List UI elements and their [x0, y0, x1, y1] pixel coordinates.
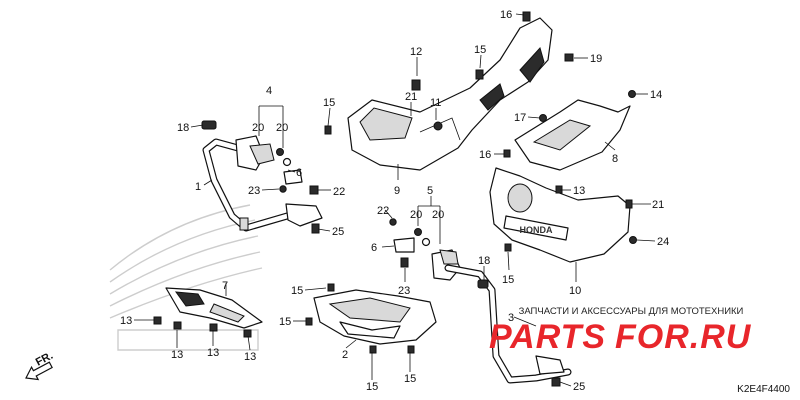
callout-9: 9 [394, 185, 400, 197]
callout-13: 13 [244, 351, 256, 363]
callout-15: 15 [474, 44, 486, 56]
diagram-code: K2E4F4400 [737, 384, 790, 395]
callout-16: 16 [479, 149, 491, 161]
callout-17: 17 [514, 112, 526, 124]
callout-6: 6 [371, 242, 377, 254]
front-direction-indicator: FR. [25, 350, 55, 381]
callout-1: 1 [195, 181, 201, 193]
watermark-brand-left: PARTS [489, 318, 606, 356]
callout-13: 13 [171, 349, 183, 361]
callout-15: 15 [323, 97, 335, 109]
front-inner-cover: HONDA [489, 167, 637, 263]
callout-13: 13 [120, 315, 132, 327]
lower-left-bracket [153, 287, 263, 338]
callout-15: 15 [404, 373, 416, 385]
callout-22: 22 [333, 186, 345, 198]
callout-20: 20 [432, 209, 444, 221]
callout-16: 16 [500, 9, 512, 21]
callout-15: 15 [279, 316, 291, 328]
callout-20: 20 [252, 122, 264, 134]
callout-19: 19 [590, 53, 602, 65]
callout-6: 6 [296, 167, 302, 179]
callout-2: 2 [342, 349, 348, 361]
callout-12: 12 [410, 46, 422, 58]
watermark-brand-right: FOR.RU [615, 318, 752, 356]
watermark-tagline: ЗАПЧАСТИ И АКСЕССУАРЫ ДЛЯ МОТОТЕХНИКИ [519, 306, 744, 317]
callout-18: 18 [478, 255, 490, 267]
callout-25: 25 [573, 381, 585, 393]
callout-4: 4 [266, 85, 272, 97]
callout-13: 13 [573, 185, 585, 197]
front-cover-emblem: HONDA [520, 225, 553, 235]
callout-5: 5 [427, 185, 433, 197]
callout-22: 22 [377, 205, 389, 217]
callout-14: 14 [650, 89, 662, 101]
callout-8: 8 [612, 153, 618, 165]
left-grab-rail [202, 138, 323, 232]
callout-labels: 16 12 15 19 14 4 15 21 11 17 18 20 20 16… [120, 9, 669, 393]
lid-cover [503, 90, 636, 171]
callout-21: 21 [405, 91, 417, 103]
callout-15: 15 [291, 285, 303, 297]
callout-20: 20 [276, 122, 288, 134]
center-under-cover [305, 283, 437, 354]
right-mount-bracket [389, 218, 461, 281]
callout-15: 15 [366, 381, 378, 393]
callout-25: 25 [332, 226, 344, 238]
callout-10: 10 [569, 285, 581, 297]
callout-20: 20 [410, 209, 422, 221]
callout-3: 3 [508, 312, 514, 324]
callout-7: 7 [222, 280, 228, 292]
callout-18: 18 [177, 122, 189, 134]
callout-23: 23 [398, 285, 410, 297]
leader-lines [134, 13, 656, 387]
arrow-icon [25, 361, 53, 381]
site-watermark: ЗАПЧАСТИ И АКСЕССУАРЫ ДЛЯ МОТОТЕХНИКИ PA… [489, 306, 752, 356]
callout-15: 15 [502, 274, 514, 286]
callout-24: 24 [657, 236, 669, 248]
callout-23: 23 [248, 185, 260, 197]
callout-21: 21 [652, 199, 664, 211]
inner-cover-upper [324, 11, 574, 171]
callout-13: 13 [207, 347, 219, 359]
callout-11: 11 [430, 97, 441, 109]
